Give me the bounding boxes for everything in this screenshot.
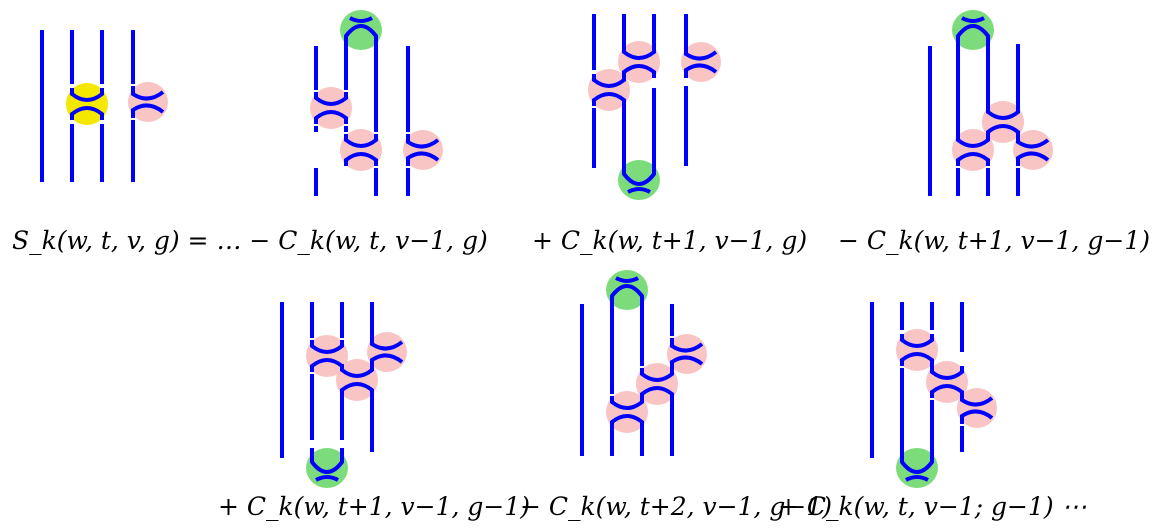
crossing-disc [606,391,648,433]
cup-arc [622,46,656,60]
crossing-disc [403,130,443,170]
crossing-disc [618,41,660,83]
crossing-disc [128,82,168,122]
equation-term-5: − C_k(w, t+2, v−1, g−1) [520,492,833,521]
cup-arc [670,338,704,353]
crossing-disc [306,335,348,377]
cap-arc [314,110,348,124]
cap-arc [930,384,964,398]
cup-arc [70,88,104,102]
equation-term-6: + C_k(w, t, v−1; g−1) ⋯ [778,492,1087,521]
cup-arc [310,340,344,354]
crossing-disc [636,363,678,405]
crossing-disc [952,129,994,171]
cup-arc [900,448,934,474]
cup-arc [960,392,994,407]
cup-arc [592,74,626,88]
cap-arc [900,352,934,366]
crossing-disc [310,87,352,129]
cup-arc [900,334,934,348]
cap-arc [1016,151,1050,166]
cup-arc [310,448,344,474]
cup-arc [615,276,639,283]
crossing-disc [896,329,938,371]
crossing-disc [66,83,108,125]
cap-arc [670,355,704,370]
equation-term-3: − C_k(w, t+1, v−1, g−1) [838,226,1151,255]
crossing-disc [957,388,997,428]
cap-arc [627,187,651,194]
cap-arc [340,382,374,396]
cap-arc [986,124,1020,138]
cup-arc [349,16,373,23]
crossing-disc [982,101,1024,143]
cap-arc [344,24,378,50]
cup-arc [131,86,165,101]
cap-arc [956,152,990,166]
cap-arc [610,414,644,428]
crossing-disc [1013,130,1053,170]
crossing-disc [588,69,630,111]
cup-arc [640,368,674,382]
cap-arc [592,92,626,106]
cap-arc [622,64,656,78]
cup-arc [956,134,990,148]
equation-term-2: + C_k(w, t+1, v−1, g) [532,226,808,255]
cup-arc [314,92,348,106]
cap-arc [610,284,644,310]
cup-arc [370,336,404,351]
crossing-disc [340,129,382,171]
cup-arc [986,106,1020,120]
cup-arc [344,134,378,148]
cup-arc [1016,134,1050,149]
cap-arc [70,106,104,120]
cap-arc [406,151,440,166]
cap-arc [684,63,718,78]
cup-arc [340,364,374,378]
cap-arc [905,475,929,482]
cup-arc [610,396,644,410]
cap-arc [315,475,339,482]
cup-arc [684,46,718,61]
cup-arc [622,160,656,186]
cap-arc [956,24,990,50]
cap-arc [640,386,674,400]
crossing-disc [926,361,968,403]
cup-arc [961,16,985,23]
cap-arc [131,103,165,118]
cup-arc [406,134,440,149]
equation-term-4: + C_k(w, t+1, v−1, g−1) [218,492,531,521]
cap-arc [370,353,404,368]
crossing-disc [681,42,721,82]
crossing-disc [667,334,707,374]
crossing-disc [336,359,378,401]
cup-arc [930,366,964,380]
cap-arc [344,152,378,166]
cap-arc [960,409,994,424]
crossing-disc [367,332,407,372]
equation-lhs-term: S_k(w, t, v, g) = … − C_k(w, t, v−1, g) [12,226,488,255]
